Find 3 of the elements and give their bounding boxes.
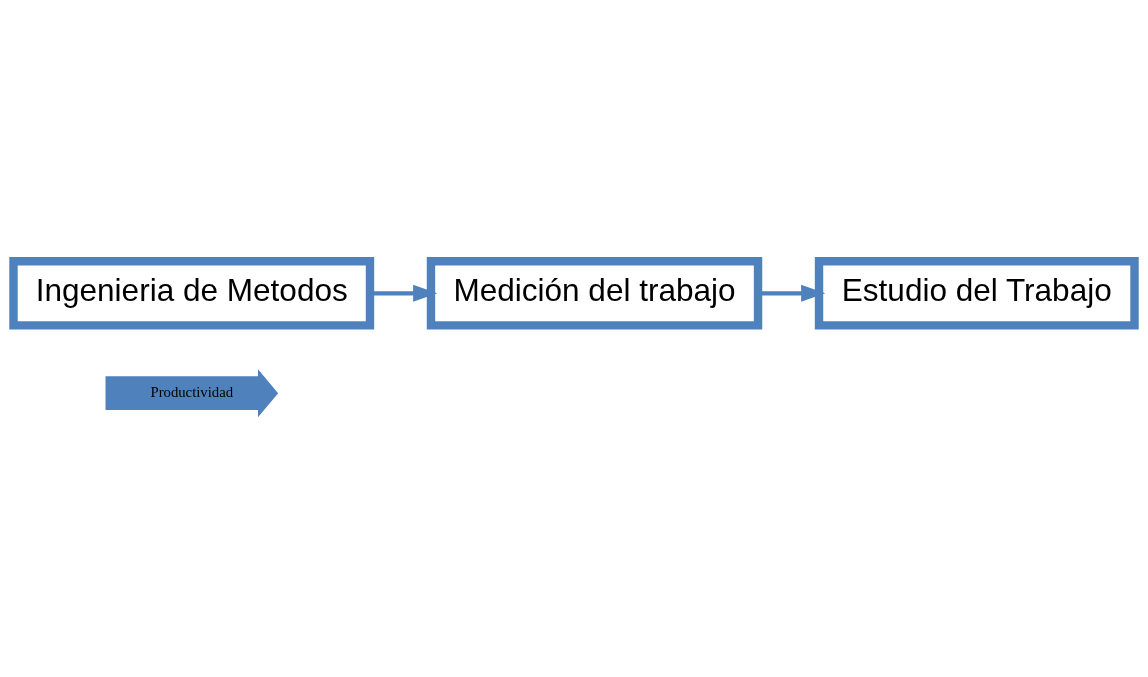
node-box: Estudio del Trabajo xyxy=(814,257,1139,330)
node-box: Medición del trabajo xyxy=(426,257,763,330)
node-box: Ingenieria de Metodos xyxy=(9,257,375,330)
